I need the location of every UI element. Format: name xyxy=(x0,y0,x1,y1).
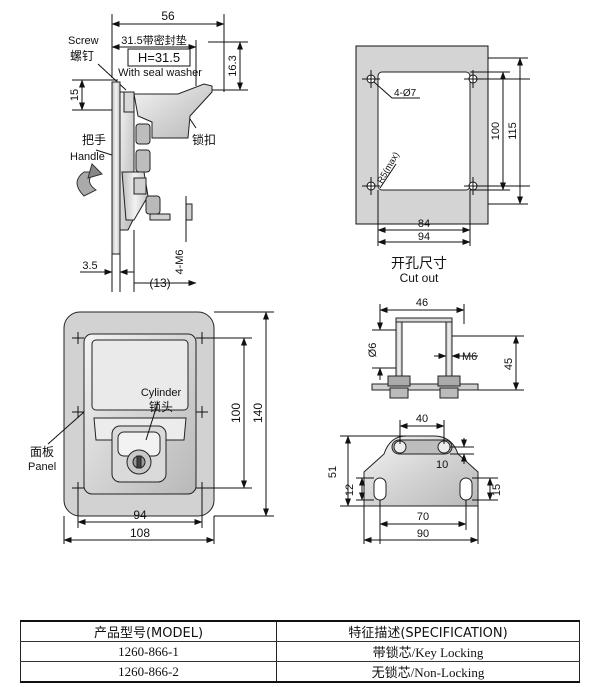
plate-dim-10: 10 xyxy=(436,459,448,471)
latch-plate-dims xyxy=(340,420,498,544)
cutout-dim-94: 94 xyxy=(418,231,430,243)
handle-label-cn: 把手 xyxy=(82,133,106,147)
front-dim-140: 140 xyxy=(251,403,265,423)
bracket-dim-phi6: Ø6 xyxy=(367,343,379,358)
cutout-dim-84: 84 xyxy=(418,218,430,230)
side-view-bottom-dims xyxy=(80,196,197,292)
latch-label: 锁扣 xyxy=(192,132,216,147)
technical-drawing: 56 31.5带密封垫 H=31.5 With seal washer Scre… xyxy=(28,9,530,544)
screw-label-cn: 螺钉 xyxy=(70,49,94,63)
dim-4-m6: 4-M6 xyxy=(174,249,186,274)
seal-washer-label: With seal washer xyxy=(118,67,202,79)
plate-dim-70: 70 xyxy=(417,511,429,523)
cutout-title-en: Cut out xyxy=(400,271,439,285)
bracket-dim-45: 45 xyxy=(503,358,515,370)
plate-dim-40: 40 xyxy=(416,413,428,425)
screw-label-en: Screw xyxy=(68,35,99,47)
rotate-arrow-icon xyxy=(76,163,103,197)
dim-31-5-seal: 31.5带密封垫 xyxy=(121,33,186,47)
model-cell: 1260-866-2 xyxy=(20,661,277,683)
cutout-dim-115: 115 xyxy=(507,122,519,140)
cylinder-label-en: Cylinder xyxy=(141,387,182,399)
side-view-body xyxy=(111,81,213,255)
handle-label-en: Handle xyxy=(70,151,105,163)
spec-cell: 带锁芯/Key Locking xyxy=(276,641,580,662)
plate-dim-15: 15 xyxy=(491,484,503,496)
spec-table: 产品型号(MODEL) 特征描述(SPECIFICATION) 1260-866… xyxy=(20,620,580,683)
header-specification: 特征描述(SPECIFICATION) xyxy=(276,620,580,642)
plate-dim-12: 12 xyxy=(344,484,356,496)
bracket-dim-46: 46 xyxy=(416,297,428,309)
front-dim-100: 100 xyxy=(229,403,243,423)
spec-header-row: 产品型号(MODEL) 特征描述(SPECIFICATION) xyxy=(20,620,580,642)
bracket-dims xyxy=(372,304,524,391)
bracket-dim-m6: M6 xyxy=(462,351,477,363)
front-view xyxy=(63,311,215,517)
dim-13: (13) xyxy=(149,276,170,290)
cutout-view xyxy=(355,45,530,246)
dim-3-5: 3.5 xyxy=(82,260,97,272)
front-dim-94: 94 xyxy=(133,508,147,522)
dim-15-left: 15 xyxy=(69,89,81,101)
cutout-title-cn: 开孔尺寸 xyxy=(391,255,447,271)
dim-56: 56 xyxy=(161,9,175,23)
cylinder-label-cn: 锁头 xyxy=(149,399,173,414)
side-view xyxy=(72,14,248,161)
plate-dim-51: 51 xyxy=(327,466,339,478)
panel-label-cn: 面板 xyxy=(30,445,54,459)
cutout-dim-100: 100 xyxy=(490,122,502,140)
bracket-view xyxy=(371,317,479,399)
spec-cell: 无锁芯/Non-Locking xyxy=(276,661,580,683)
table-row: 1260-866-1 带锁芯/Key Locking xyxy=(20,641,580,662)
front-view-dims xyxy=(47,311,274,544)
dim-h: H=31.5 xyxy=(138,50,180,65)
cutout-holes-label: 4-Ø7 xyxy=(394,88,417,99)
model-cell: 1260-866-1 xyxy=(20,641,277,662)
plate-dim-90: 90 xyxy=(417,528,429,540)
table-row: 1260-866-2 无锁芯/Non-Locking xyxy=(20,661,580,683)
header-model: 产品型号(MODEL) xyxy=(20,620,277,642)
dim-16-3: 16.3 xyxy=(227,55,239,76)
front-dim-108: 108 xyxy=(130,526,150,540)
panel-label-en: Panel xyxy=(28,461,56,473)
